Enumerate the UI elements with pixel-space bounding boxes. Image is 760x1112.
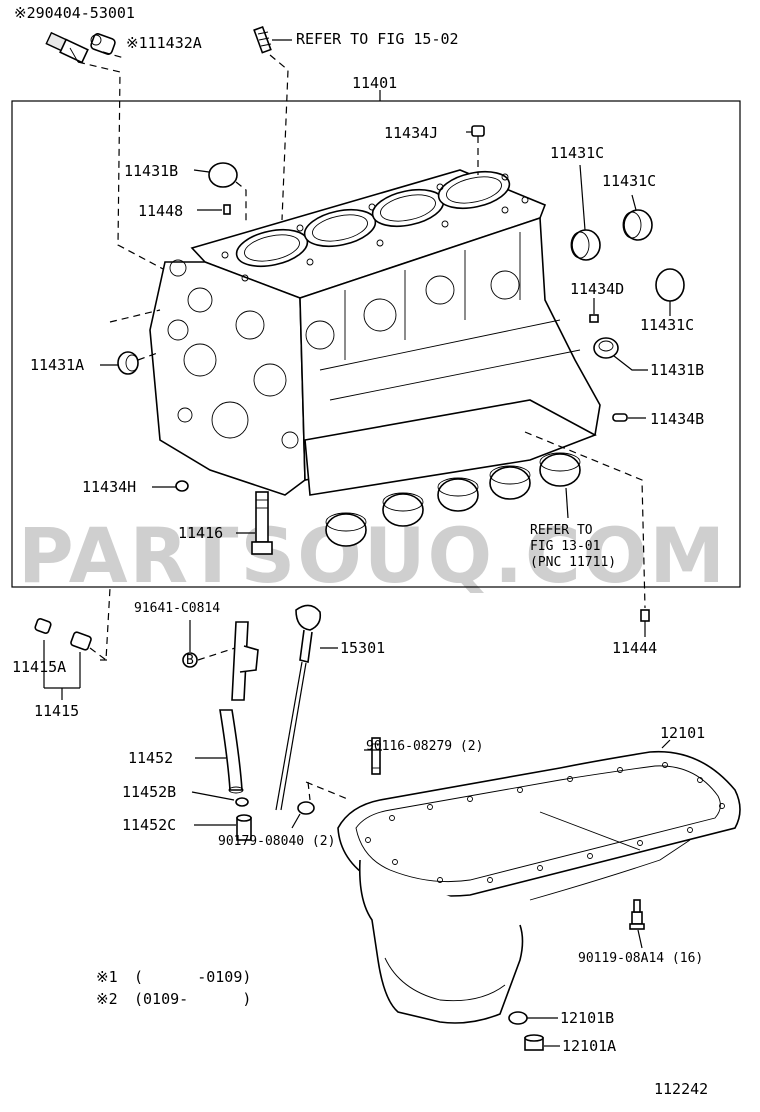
bolt-90119-icon[interactable]: [629, 899, 645, 930]
gasket-90179-icon[interactable]: [297, 801, 315, 815]
oil-dipstick-icon[interactable]: [275, 604, 322, 811]
label-90116-08279[interactable]: 90116-08279 (2): [366, 739, 483, 754]
pin-11444-icon[interactable]: [640, 609, 650, 622]
cup-plug-11431a-icon[interactable]: [117, 351, 139, 375]
label-11452[interactable]: 11452: [128, 749, 173, 767]
label-refer-fig-15-02[interactable]: REFER TO FIG 15-02: [296, 30, 459, 48]
label-11448[interactable]: 11448: [138, 202, 183, 220]
label-11416[interactable]: 11416: [178, 524, 223, 542]
label-11415[interactable]: 11415: [34, 702, 79, 720]
cylinder-block-frame: [11, 100, 741, 588]
note-2-range: (0109- ): [134, 990, 251, 1008]
label-11432a[interactable]: ※111432A: [126, 34, 202, 52]
oil-pan[interactable]: [337, 750, 741, 1024]
label-12101b[interactable]: 12101B: [560, 1009, 614, 1027]
sleeve-11452c-icon[interactable]: [236, 814, 252, 841]
label-11434d[interactable]: 11434D: [570, 280, 624, 298]
label-12101[interactable]: 12101: [660, 724, 705, 742]
label-90119-08a14[interactable]: 90119-08A14 (16): [578, 951, 703, 966]
drain-gasket-12101b-icon[interactable]: [508, 1011, 528, 1025]
pin-11448-icon[interactable]: [223, 204, 231, 215]
plug-11432a-icon[interactable]: [90, 33, 116, 56]
cup-plug-11431c-3-icon[interactable]: [655, 268, 685, 302]
pin-11434b-icon[interactable]: [612, 413, 628, 422]
note-2-mark: ※2: [96, 990, 118, 1008]
label-11434h[interactable]: 11434H: [82, 478, 136, 496]
label-90404-53001[interactable]: ※290404-53001: [14, 4, 135, 22]
label-refer-fig-13-01-line2[interactable]: FIG 13-01: [530, 539, 600, 554]
label-11431c-2[interactable]: 11431C: [602, 172, 656, 190]
note-1-mark: ※1: [96, 968, 118, 986]
drain-cock-11415a-icon[interactable]: [34, 618, 92, 651]
label-91641-c0814[interactable]: 91641-C0814: [134, 601, 220, 616]
label-11431a[interactable]: 11431A: [30, 356, 84, 374]
o-ring-11452b-icon[interactable]: [235, 797, 249, 807]
pin-11434d-icon[interactable]: [589, 314, 599, 323]
cup-plug-11431c-1-icon[interactable]: [570, 229, 601, 261]
watermark: PARTSOUQ.COM: [18, 511, 727, 600]
label-11452b[interactable]: 11452B: [122, 783, 176, 801]
label-refer-fig-13-01-line1[interactable]: REFER TO: [530, 523, 593, 538]
main-bearings-icon[interactable]: [325, 452, 581, 547]
label-refer-fig-13-01-line3[interactable]: (PNC 11711): [530, 555, 616, 570]
plug-11434h-icon[interactable]: [175, 480, 189, 492]
label-12101a[interactable]: 12101A: [562, 1037, 616, 1055]
bolt-b-marker-icon[interactable]: [182, 652, 198, 668]
label-11434j[interactable]: 11434J: [384, 124, 438, 142]
drain-plug-12101a-icon[interactable]: [524, 1034, 544, 1051]
label-11434b[interactable]: 11434B: [650, 410, 704, 428]
stud-bolt-icon[interactable]: [253, 25, 272, 54]
label-90179-08040[interactable]: 90179-08040 (2): [218, 834, 335, 849]
label-11431c-3[interactable]: 11431C: [640, 316, 694, 334]
cylinder-block[interactable]: [149, 166, 601, 496]
dipstick-guide-icon[interactable]: [219, 621, 259, 794]
plug-11434j-icon[interactable]: [471, 125, 485, 137]
label-11444[interactable]: 11444: [612, 639, 657, 657]
label-11431c-1[interactable]: 11431C: [550, 144, 604, 162]
cup-plug-11431c-2-icon[interactable]: [622, 209, 653, 241]
cup-plug-11431b-right-icon[interactable]: [593, 337, 619, 359]
label-11452c[interactable]: 11452C: [122, 816, 176, 834]
union-fitting-icon[interactable]: [45, 31, 89, 64]
marker-b-letter: B: [186, 653, 194, 668]
label-11431b-top[interactable]: 11431B: [124, 162, 178, 180]
label-11401[interactable]: 11401: [352, 74, 397, 92]
diagram-id: 112242: [654, 1080, 708, 1098]
label-15301[interactable]: 15301: [340, 639, 385, 657]
label-11431b-right[interactable]: 11431B: [650, 361, 704, 379]
note-1-range: ( -0109): [134, 968, 251, 986]
label-11415a[interactable]: 11415A: [12, 658, 66, 676]
bolt-11416-icon[interactable]: [251, 491, 273, 555]
cup-plug-11431b-top-icon[interactable]: [208, 162, 238, 188]
